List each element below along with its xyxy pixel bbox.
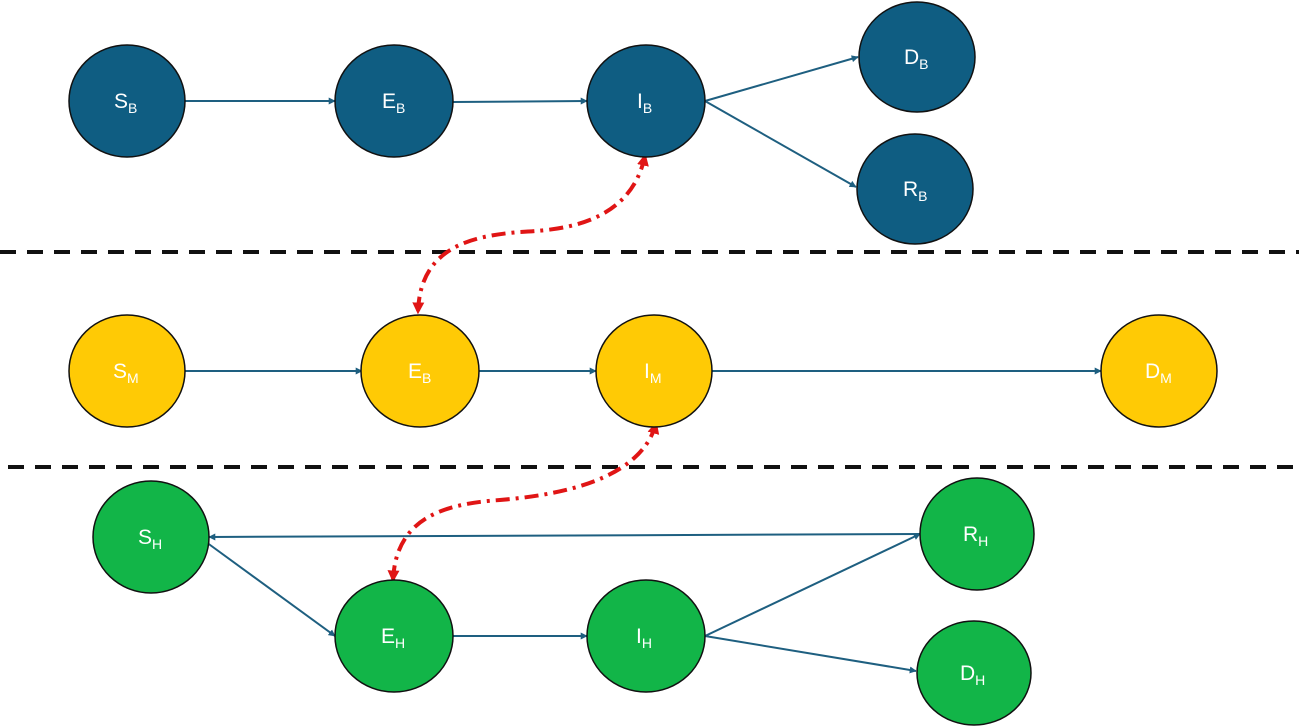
svg-text:EB: EB	[408, 360, 431, 386]
node-d-m: DM	[1100, 314, 1218, 428]
node-d-b: DB	[858, 1, 976, 113]
node-r-b: RB	[856, 133, 974, 245]
svg-text:IH: IH	[636, 625, 652, 651]
svg-text:DH: DH	[960, 662, 985, 688]
node-r-h: RH	[919, 477, 1035, 591]
edge-eb-ib	[452, 97, 588, 105]
edge-sh-eh	[205, 541, 336, 637]
svg-text:EH: EH	[381, 625, 405, 651]
node-i-b: IB	[586, 44, 706, 158]
svg-text:EB: EB	[382, 90, 405, 116]
svg-text:DB: DB	[904, 46, 929, 72]
cross-ib-em	[412, 153, 649, 315]
node-i-m: IM	[595, 314, 713, 428]
svg-text:DM: DM	[1145, 360, 1172, 386]
node-d-h: DH	[916, 620, 1032, 726]
cross-im-eh	[387, 421, 660, 583]
node-e-h: EH	[334, 579, 454, 693]
node-s-b: SB	[68, 44, 186, 158]
svg-text:RH: RH	[963, 523, 988, 549]
edge-ib-db	[704, 55, 859, 102]
edge-ib-rb	[704, 100, 857, 188]
edge-ih-dh	[704, 635, 917, 674]
node-s-h: SH	[92, 480, 210, 594]
node-e-b: EB	[334, 44, 454, 158]
svg-text:SM: SM	[113, 360, 139, 386]
svg-text:SH: SH	[138, 526, 162, 552]
node-i-h: IH	[586, 579, 706, 693]
svg-text:SB: SB	[114, 90, 137, 116]
edge-rh-sh	[208, 533, 921, 541]
node-s-m: SM	[68, 314, 186, 428]
svg-text:IM: IM	[644, 360, 662, 386]
node-e-m: EB	[360, 314, 480, 428]
svg-text:IB: IB	[637, 90, 652, 116]
svg-text:RB: RB	[903, 178, 928, 204]
edge-ih-rh	[704, 533, 921, 637]
